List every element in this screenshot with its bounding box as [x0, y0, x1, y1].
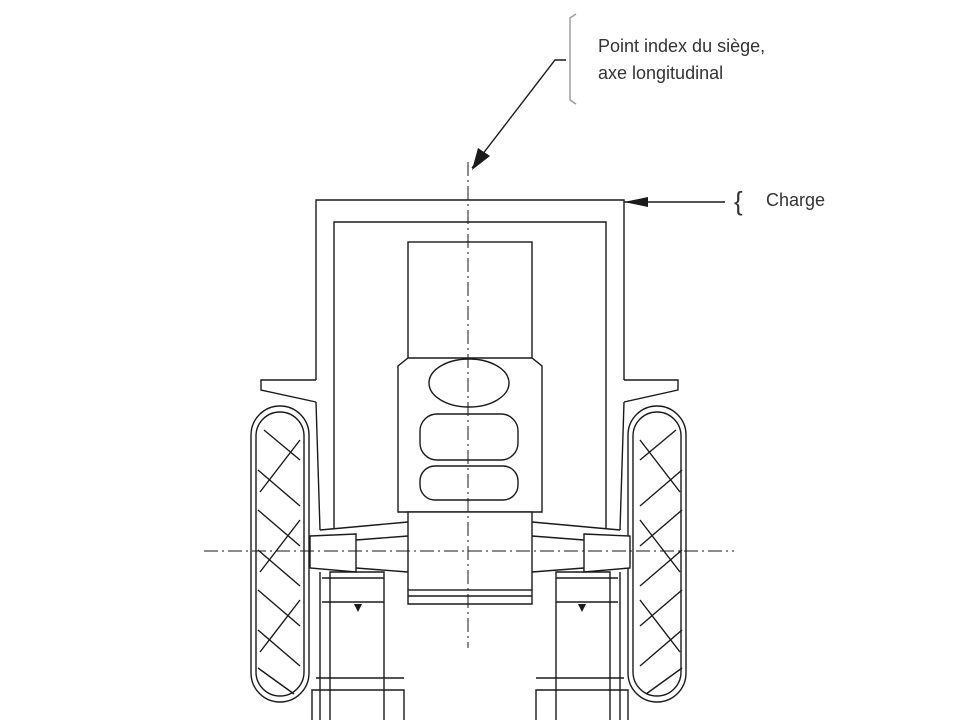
left-tyre-outer [250, 405, 310, 703]
frame-outer [315, 199, 625, 380]
load-arrowhead [624, 197, 648, 207]
rear-axle [309, 511, 631, 605]
right-support [535, 571, 629, 720]
load-label: Charge [766, 190, 825, 210]
left-support [311, 571, 405, 720]
seat-index-bracket [569, 13, 577, 105]
seat-index-leader-line [471, 59, 566, 169]
right-wheel [627, 405, 687, 703]
protective-frame [315, 199, 625, 531]
left-tyre-tread [257, 429, 301, 695]
seat-cushion-middle [419, 413, 519, 461]
load-annotation: { Charge [624, 186, 825, 216]
seat-cushion-top [428, 358, 510, 408]
right-tyre-tread [639, 429, 683, 695]
seat-index-arrowhead [472, 148, 490, 170]
load-brace: { [734, 186, 743, 216]
seat-cushion-bottom [419, 465, 519, 501]
right-tyre-inner [632, 411, 682, 697]
left-axle-hub [309, 533, 357, 573]
seat-index-label-line1: Point index du siège, [598, 36, 765, 56]
seat-housing [397, 357, 543, 513]
right-axle-hub [583, 533, 631, 573]
differential-lower [407, 590, 533, 605]
left-tyre-inner [255, 411, 305, 697]
left-wheel [250, 405, 310, 703]
right-fender [623, 379, 679, 403]
seat-backrest [407, 241, 533, 361]
seat-index-label-line2: axe longitudinal [598, 63, 723, 83]
seat-index-annotation: Point index du siège, axe longitudinal [471, 13, 765, 170]
frame-inner [333, 221, 607, 528]
left-fender [260, 379, 317, 403]
